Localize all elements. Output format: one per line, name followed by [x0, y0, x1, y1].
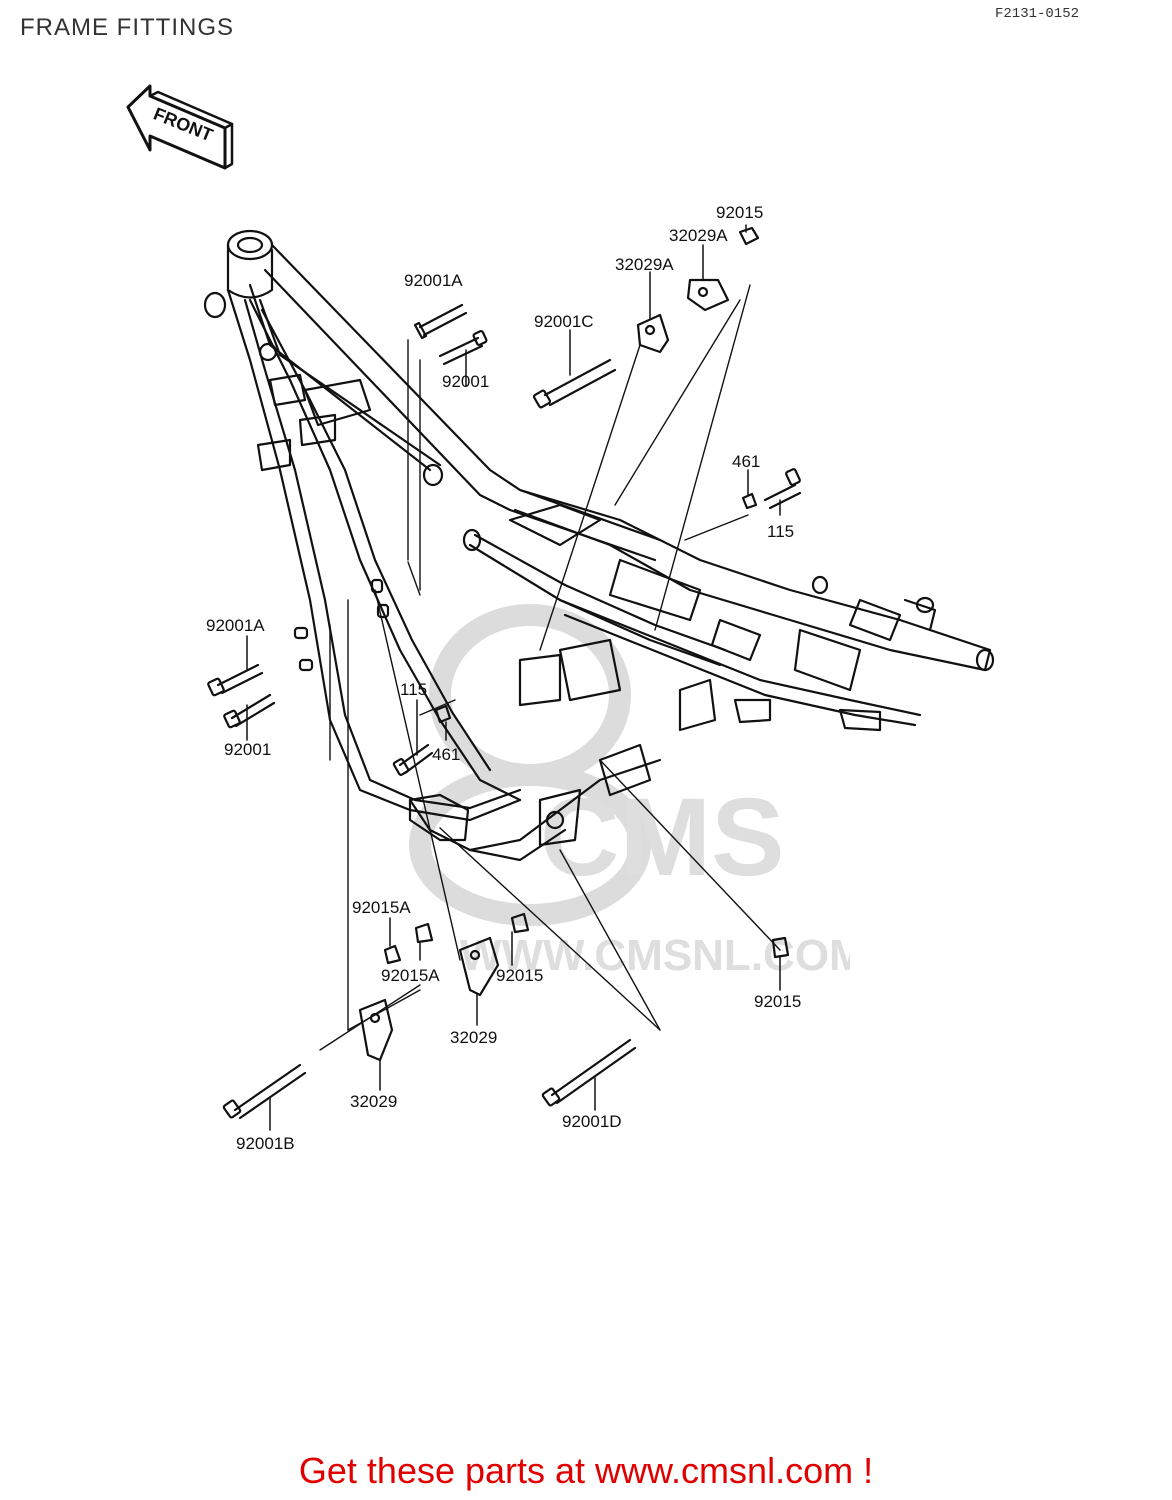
- part-label[interactable]: 92001B: [236, 1134, 295, 1153]
- frame-diagram: [126, 84, 995, 1131]
- part-label[interactable]: 92015: [496, 966, 544, 985]
- page-title: FRAME FITTINGS: [20, 14, 234, 41]
- part-label[interactable]: 115: [767, 522, 795, 541]
- part-label[interactable]: 32029: [350, 1092, 398, 1111]
- part-label[interactable]: 92001A: [206, 616, 265, 635]
- part-label[interactable]: 92015A: [381, 966, 440, 985]
- part-label[interactable]: 92015: [716, 203, 764, 222]
- part-label[interactable]: 461: [432, 745, 461, 764]
- part-label[interactable]: 92001C: [534, 312, 594, 331]
- part-label[interactable]: 115: [400, 680, 428, 699]
- shop-banner-link[interactable]: Get these parts at www.cmsnl.com !: [298, 1450, 874, 1491]
- part-label[interactable]: 92001D: [562, 1112, 622, 1131]
- front-arrow-icon: [126, 84, 234, 170]
- diagram-reference-code: F2131-0152: [995, 6, 1080, 22]
- part-label[interactable]: 32029A: [615, 255, 674, 274]
- front-arrow-label: FRONT: [151, 104, 216, 146]
- watermark-brand: CMS: [540, 776, 784, 899]
- part-label[interactable]: 92001: [224, 740, 272, 759]
- part-label[interactable]: 92001A: [404, 271, 463, 290]
- part-label[interactable]: 32029A: [669, 226, 728, 245]
- part-label[interactable]: 92015A: [352, 898, 411, 917]
- part-label[interactable]: 92001: [442, 372, 490, 391]
- part-label[interactable]: 461: [732, 452, 761, 471]
- part-label[interactable]: 92015: [754, 992, 802, 1011]
- front-arrow-label-svg: FRONT: [151, 104, 216, 146]
- part-label[interactable]: 32029: [450, 1028, 498, 1047]
